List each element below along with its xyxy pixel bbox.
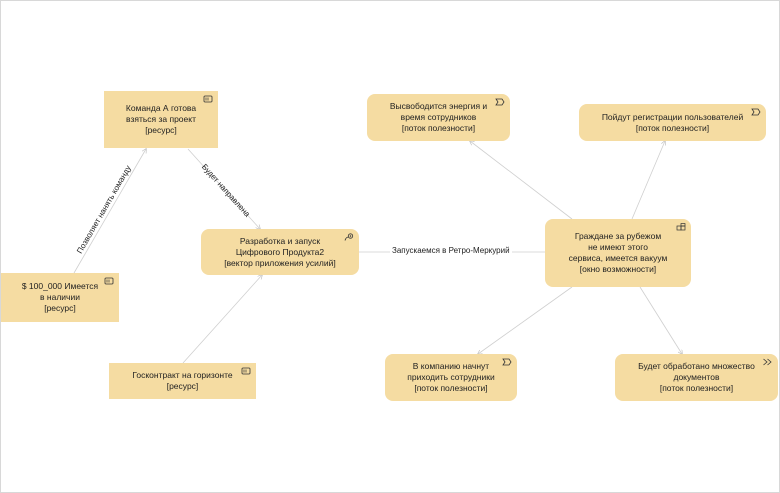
resource-icon bbox=[104, 277, 114, 285]
value-stream-icon bbox=[495, 98, 505, 106]
edge-citizens-documents[interactable] bbox=[639, 286, 682, 354]
node-money-resource[interactable]: $ 100_000 Имеется в наличии [ресурс] bbox=[1, 273, 119, 322]
edge-money-team[interactable] bbox=[73, 149, 146, 274]
node-label: Высвободится энергия и время сотрудников… bbox=[389, 101, 488, 133]
node-label: Команда А готова взяться за проект [ресу… bbox=[125, 103, 197, 135]
node-label: В компанию начнут приходить сотрудники [… bbox=[407, 361, 495, 393]
node-goscontract-resource[interactable]: Госконтракт на горизонте [ресурс] bbox=[109, 363, 256, 399]
edge-goscontract-product[interactable] bbox=[182, 275, 262, 364]
edge-citizens-energy[interactable] bbox=[470, 141, 573, 220]
course-of-action-icon bbox=[344, 233, 354, 241]
node-label: Госконтракт на горизонте [ресурс] bbox=[132, 370, 233, 391]
node-team-resource[interactable]: Команда А готова взяться за проект [ресу… bbox=[104, 91, 218, 148]
node-energy-value-stream[interactable]: Высвободится энергия и время сотрудников… bbox=[367, 94, 510, 141]
resource-icon bbox=[203, 95, 213, 103]
value-stream-icon bbox=[763, 358, 772, 366]
edge-label-product-citizens: Запускаемся в Ретро-Меркурий bbox=[390, 246, 512, 255]
node-documents-value-stream[interactable]: Будет обработано множество документов [п… bbox=[615, 354, 778, 401]
node-registrations-value-stream[interactable]: Пойдут регистрации пользователей [поток … bbox=[579, 104, 766, 141]
node-label: Будет обработано множество документов [п… bbox=[638, 361, 755, 393]
node-label: Граждане за рубежом не имеют этого серви… bbox=[568, 231, 668, 274]
edge-citizens-registrations[interactable] bbox=[631, 141, 665, 220]
node-label: Разработка и запуск Цифрового Продукта2 … bbox=[224, 235, 336, 268]
node-label: $ 100_000 Имеется в наличии [ресурс] bbox=[21, 281, 99, 313]
node-product-course-of-action[interactable]: Разработка и запуск Цифрового Продукта2 … bbox=[201, 229, 359, 275]
edge-team-product[interactable] bbox=[187, 148, 260, 229]
resource-icon bbox=[241, 367, 251, 375]
node-employees-value-stream[interactable]: В компанию начнут приходить сотрудники [… bbox=[385, 354, 517, 401]
value-stream-icon bbox=[751, 108, 761, 116]
node-label: Пойдут регистрации пользователей [поток … bbox=[601, 111, 744, 133]
edge-citizens-employees[interactable] bbox=[478, 286, 573, 354]
opportunity-icon bbox=[676, 223, 686, 231]
value-stream-icon bbox=[502, 358, 512, 366]
node-citizens-opportunity[interactable]: Граждане за рубежом не имеют этого серви… bbox=[545, 219, 691, 287]
